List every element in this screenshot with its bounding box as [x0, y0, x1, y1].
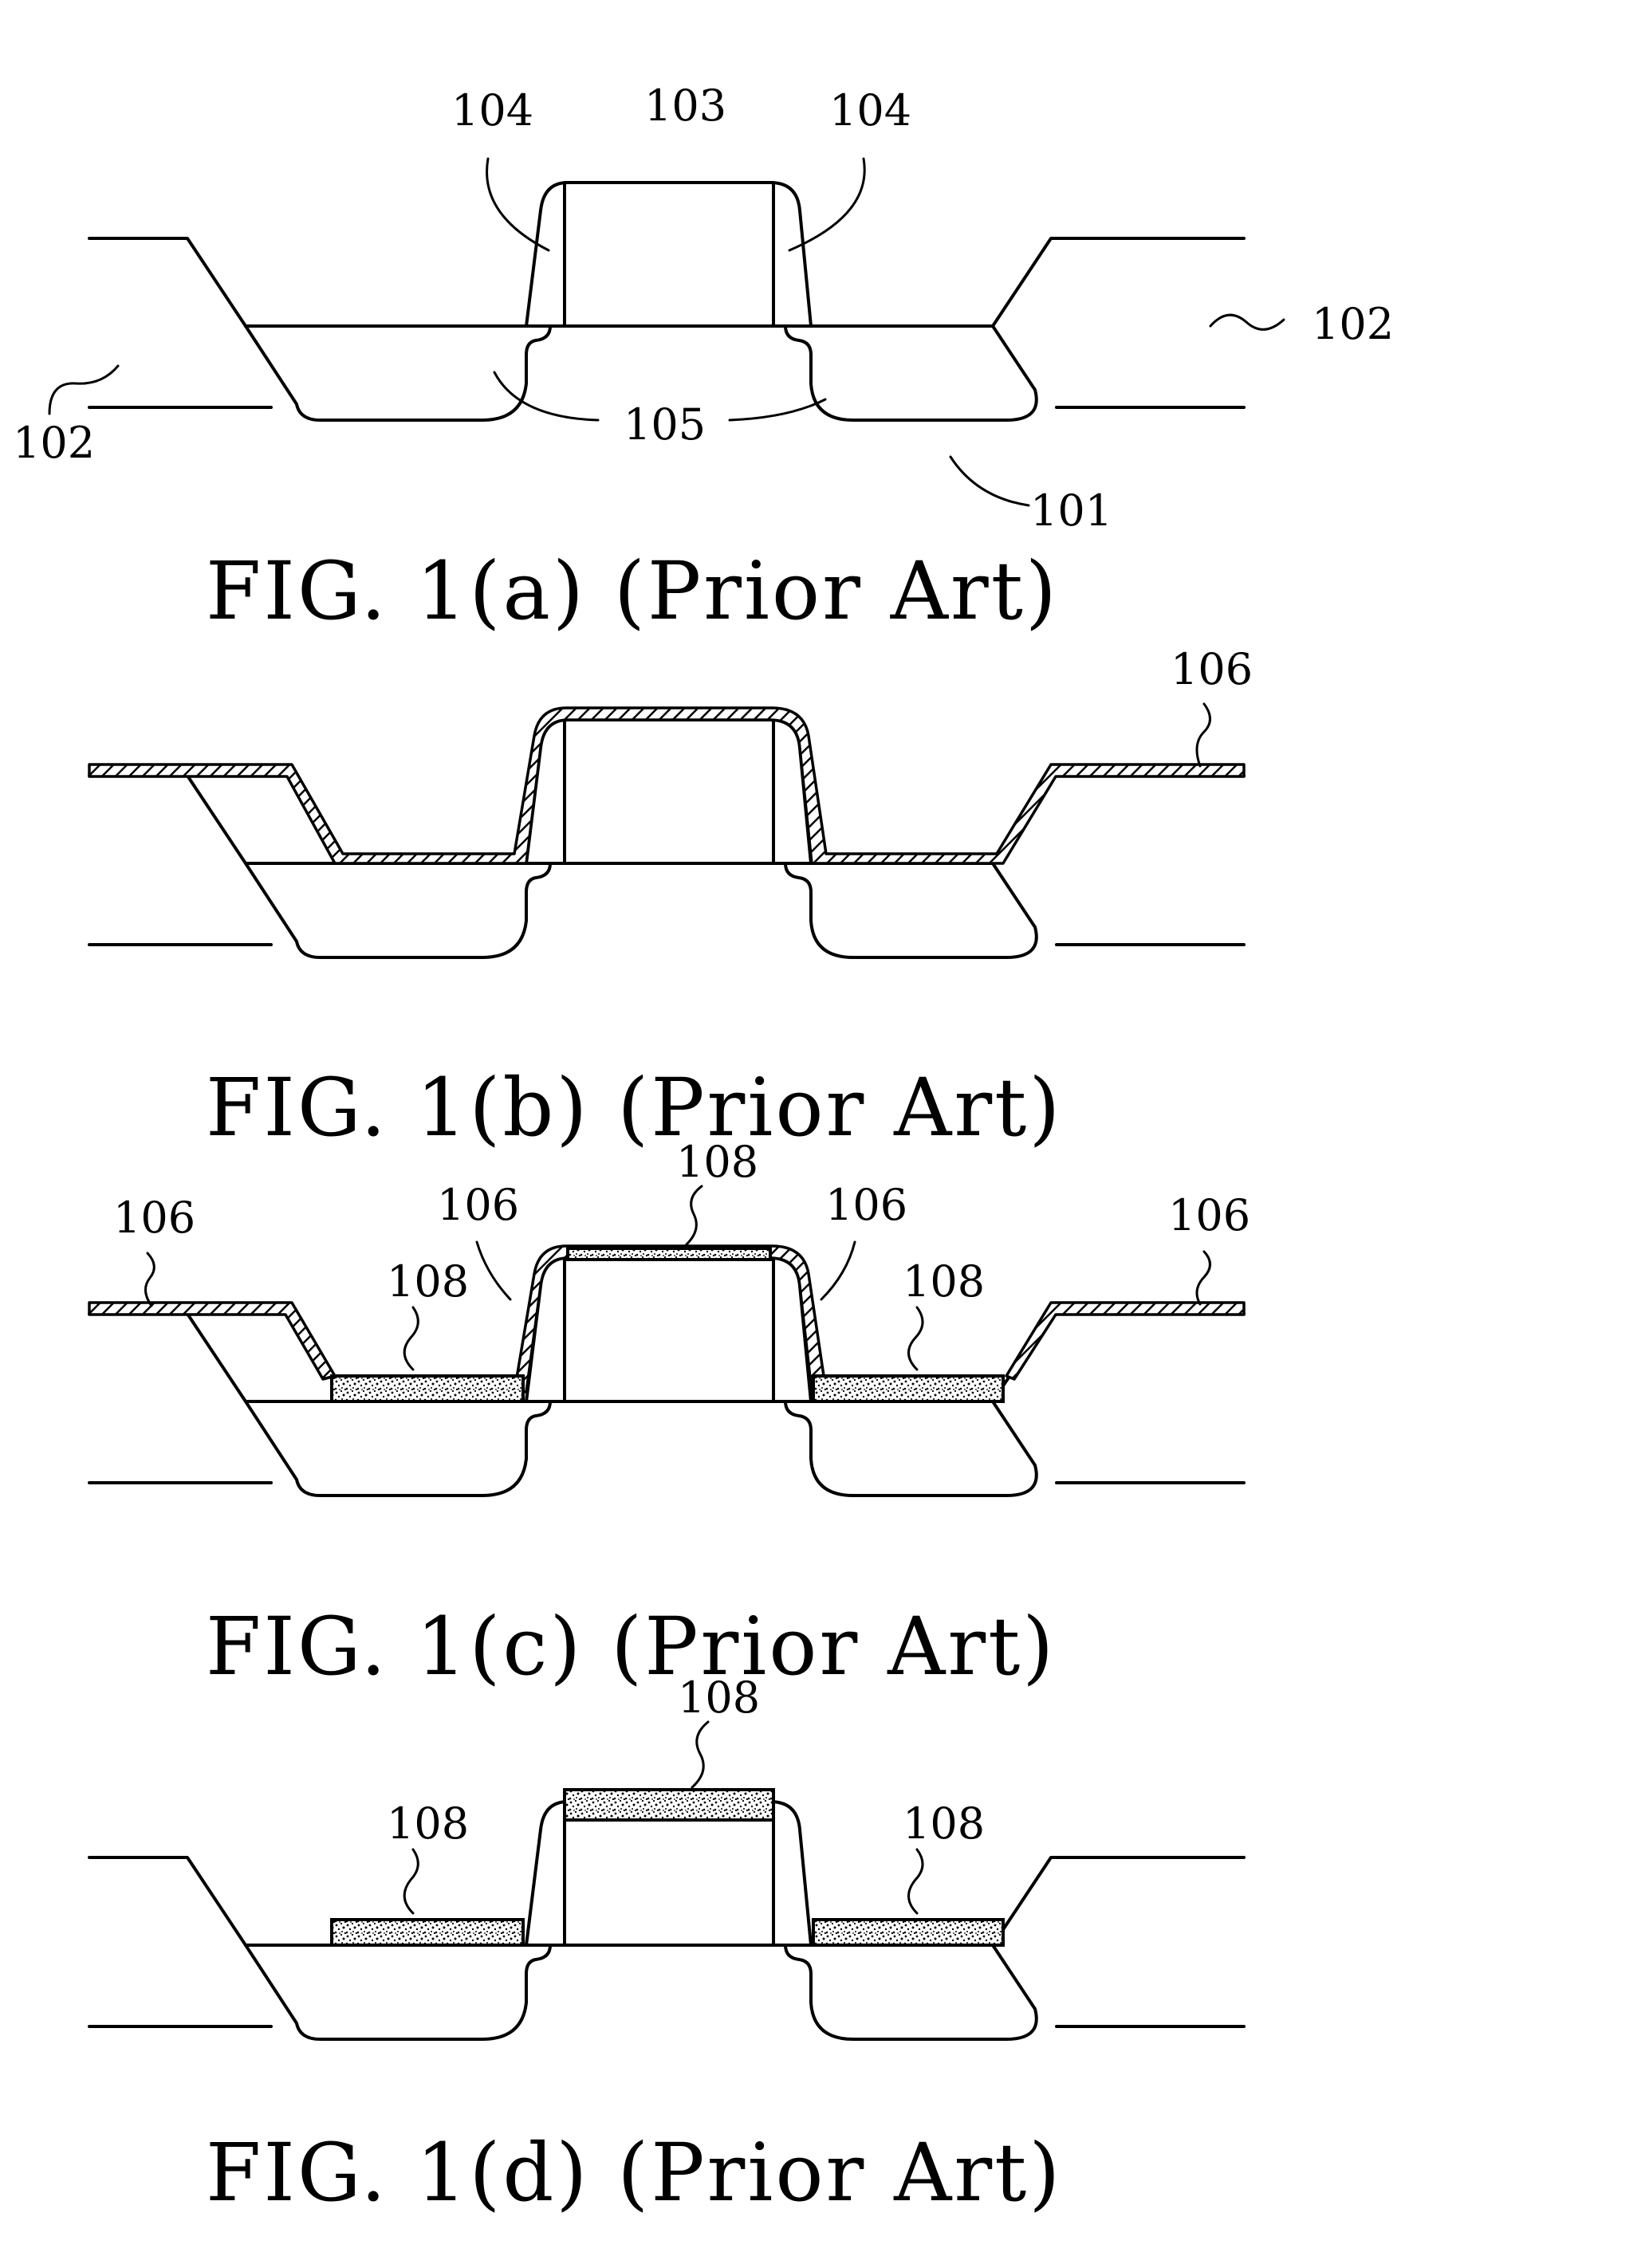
label-106-spacer-left: 106 — [437, 1180, 519, 1230]
label-102-right: 102 — [1312, 299, 1394, 349]
label-104-right: 104 — [829, 85, 911, 136]
label-106-far-right: 106 — [1168, 1190, 1250, 1240]
label-108-gate: 108 — [676, 1137, 758, 1187]
silicide-gate — [568, 1248, 770, 1260]
figure-1c: 106 106 108 106 106 108 108 FIG. 1(c) (P… — [89, 1137, 1250, 1693]
label-102-left: 102 — [13, 418, 95, 468]
label-106-far-left: 106 — [113, 1193, 195, 1243]
label-105: 105 — [624, 399, 706, 450]
silicide-source — [332, 1920, 523, 1945]
label-106: 106 — [1171, 644, 1253, 694]
metal-left-field — [89, 1303, 335, 1379]
figure-1c-caption: FIG. 1(c) (Prior Art) — [206, 1600, 1056, 1693]
silicide-gate — [565, 1790, 773, 1820]
figure-1d-caption: FIG. 1(d) (Prior Art) — [206, 2126, 1062, 2219]
label-108-drain: 108 — [903, 1256, 985, 1307]
metal-layer-106 — [89, 708, 1244, 863]
silicide-drain — [813, 1920, 1003, 1945]
label-106-spacer-right: 106 — [825, 1180, 907, 1230]
figure-1a: 103 104 104 102 102 105 101 FIG. 1(a) (P… — [13, 81, 1394, 638]
metal-right-field — [1006, 1303, 1244, 1379]
label-101: 101 — [1030, 485, 1112, 536]
label-108-source: 108 — [387, 1256, 469, 1307]
figure-1b-caption: FIG. 1(b) (Prior Art) — [206, 1061, 1062, 1154]
figure-1d: 108 108 108 FIG. 1(d) (Prior Art) — [89, 1673, 1244, 2219]
label-108-gate: 108 — [678, 1673, 760, 1723]
label-103-gate: 103 — [644, 81, 726, 131]
figure-1b: 106 FIG. 1(b) (Prior Art) — [89, 644, 1253, 1154]
label-108-drain: 108 — [903, 1798, 985, 1849]
silicide-source — [332, 1376, 523, 1401]
figure-1a-caption: FIG. 1(a) (Prior Art) — [206, 544, 1059, 638]
label-108-source: 108 — [387, 1798, 469, 1849]
metal-on-gate — [514, 1246, 826, 1392]
label-104-left: 104 — [451, 85, 533, 136]
silicide-drain — [813, 1376, 1003, 1401]
